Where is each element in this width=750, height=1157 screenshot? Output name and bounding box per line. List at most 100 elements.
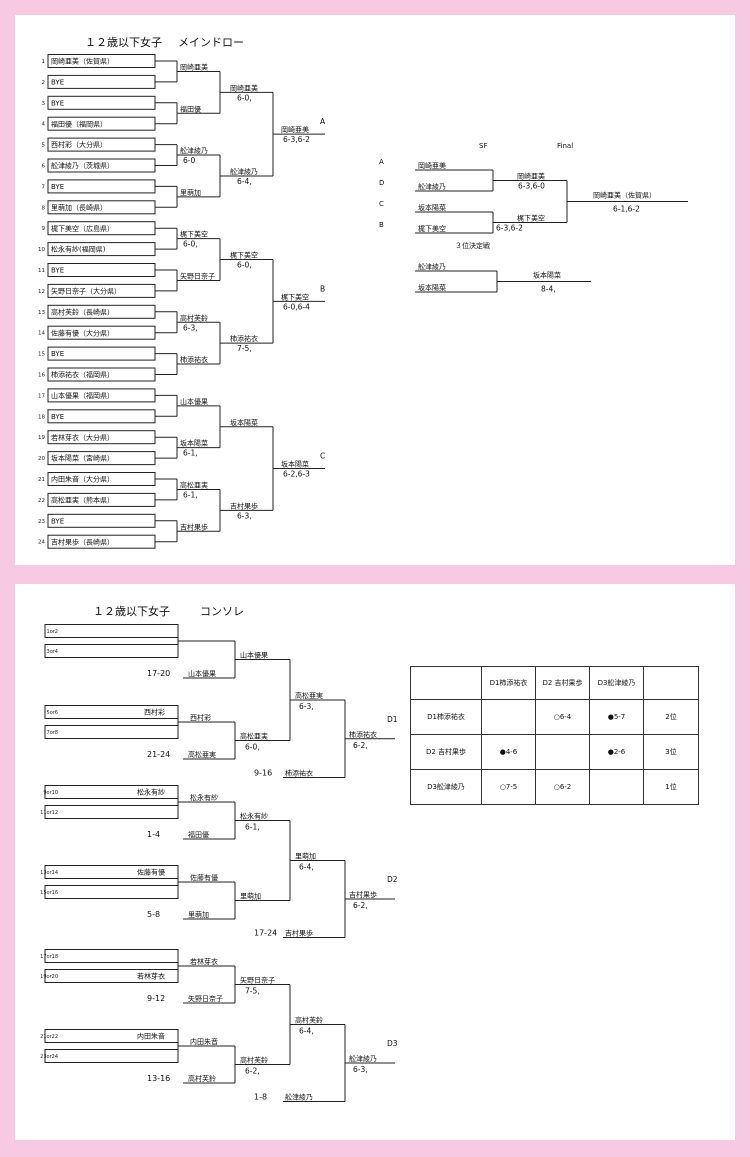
entry-name: 高松亜実（熊本県） — [51, 496, 114, 505]
main-draw-title: １２歳以下女子 — [85, 35, 162, 49]
sf-score: 6-3,6-2 — [496, 224, 523, 233]
sf-letter: D — [379, 179, 384, 187]
slot-label: 17or18 — [40, 954, 58, 960]
seed-number: 19 — [38, 435, 45, 441]
group-letter: B — [320, 284, 325, 293]
rr-cell: 3位 — [643, 734, 699, 770]
cons-final-score: 6-3, — [353, 1065, 368, 1074]
slot-box — [44, 949, 179, 963]
main-draw-subtitle: メインドロー — [178, 36, 244, 49]
slot-name: 内田朱音 — [137, 1032, 165, 1041]
seed-number: 11 — [38, 268, 45, 274]
rr-cell: ●4-6 — [481, 734, 536, 770]
entry-name: 岡崎亜美（佐賀県） — [51, 57, 114, 66]
round1-winner: 山本優果 — [180, 397, 208, 406]
slot-label: 9or10 — [43, 790, 58, 796]
sf-entry-name: 坂本陽菜 — [418, 203, 446, 212]
cons-round1-winner: 若林芽衣 — [190, 957, 218, 966]
rr-cell: ○6-4 — [535, 699, 590, 735]
entry-name: 若林芽衣（大分県） — [51, 433, 114, 442]
late-name: 舩津綾乃 — [285, 1093, 313, 1102]
cons-round1-winner: 佐藤有優 — [190, 873, 218, 882]
seed-number: 10 — [38, 247, 45, 253]
round1-winner: 柿添祐衣 — [180, 355, 208, 364]
cons-round2-winner: 里萌加 — [240, 892, 261, 901]
rr-cell: ○6-2 — [535, 769, 590, 805]
round1-score: 6-1, — [183, 490, 198, 499]
entry-name: BYE — [51, 350, 64, 358]
round2-winner: 坂本陽菜 — [230, 418, 258, 427]
round2-score: 7-5, — [237, 344, 252, 353]
entry-name: 矢野日奈子（大分県） — [51, 287, 121, 296]
slot-box — [44, 624, 179, 638]
seed-number: 23 — [38, 519, 45, 525]
round2-winner: 柿添祐衣 — [230, 334, 258, 343]
round1-winner: 吉村果歩 — [180, 522, 208, 531]
round3-winner: 岡崎亜美 — [281, 125, 309, 134]
slot-label: 23or24 — [40, 1054, 58, 1060]
rr-cell: ●5-7 — [589, 699, 644, 735]
rr-cell: ●2-6 — [589, 734, 644, 770]
seed-number: 1 — [42, 59, 46, 65]
cons-round2-winner: 松永有紗 — [240, 812, 268, 821]
seed-number: 18 — [38, 414, 45, 420]
seed-number: 9 — [42, 226, 46, 232]
seed-number: 24 — [38, 540, 45, 546]
sf-label: SF — [479, 142, 487, 150]
cons-round2-winner: 高松亜実 — [240, 732, 268, 741]
cons-round2-score: 6-1, — [245, 823, 260, 832]
champion-score: 6-1,6-2 — [613, 205, 640, 214]
entry-name: BYE — [51, 79, 64, 87]
slot-name: 西村彩 — [144, 708, 165, 717]
entry-name: BYE — [51, 517, 64, 525]
cons-final-score: 6-2, — [353, 901, 368, 910]
champion-name: 岡崎亜美（佐賀県） — [593, 191, 656, 200]
cons-final-winner: 柿添祐衣 — [349, 730, 377, 739]
cons-round3-score: 6-4, — [299, 863, 314, 872]
round1-winner: 梶下美空 — [180, 230, 208, 239]
seed-number: 2 — [42, 80, 46, 86]
round2-score: 6-4, — [237, 177, 252, 186]
sf-entry-name: 岡崎亜美 — [418, 161, 446, 170]
slot-name: 佐藤有優 — [137, 868, 165, 877]
slot-label: 3or4 — [47, 649, 58, 655]
late-name: 柿添祐衣 — [285, 769, 313, 778]
late-name: 吉村果歩 — [285, 929, 313, 938]
group-label: D2 — [387, 875, 398, 884]
third-entry-name: 坂本陽菜 — [418, 283, 446, 292]
rr-header-cell — [643, 666, 699, 700]
seed-number: 5 — [42, 143, 46, 149]
cons-final-winner: 舩津綾乃 — [349, 1054, 377, 1063]
sf-entry-name: 舩津綾乃 — [418, 182, 446, 191]
slot-label: 5or6 — [47, 710, 58, 716]
bye-range: 5-8 — [147, 910, 160, 919]
group-letter: A — [320, 117, 326, 126]
round3-score: 6-3,6-2 — [283, 135, 310, 144]
bye-range: 9-12 — [147, 994, 165, 1003]
cons-round1-winner: 内田朱音 — [190, 1037, 218, 1046]
bye-name: 高松亜実 — [188, 750, 216, 759]
sf-entry-name: 梶下美空 — [418, 224, 446, 233]
seed-number: 22 — [38, 498, 45, 504]
sf-letter: A — [379, 158, 384, 166]
seed-number: 13 — [38, 310, 45, 316]
round3-score: 6-0,6-4 — [283, 302, 310, 311]
consolation-title: １２歳以下女子 — [93, 604, 170, 618]
entry-name: 内田朱音（大分県） — [51, 475, 114, 484]
sf-winner: 岡崎亜美 — [517, 172, 545, 181]
entry-name: 梶下美空（広島県） — [51, 224, 114, 233]
rr-header-cell — [410, 666, 482, 700]
seed-number: 6 — [42, 164, 46, 170]
seed-number: 12 — [38, 289, 45, 295]
cons-round2-score: 7-5, — [245, 987, 260, 996]
rr-cell: D1柿添祐衣 — [410, 699, 482, 735]
entry-name: 舩津綾乃（茨城県） — [51, 161, 114, 170]
cons-round1-winner: 松永有紗 — [190, 793, 218, 802]
slot-label: 1or2 — [47, 629, 58, 635]
bye-name: 高村芙鈴 — [188, 1074, 216, 1083]
cons-round3-score: 6-3, — [299, 702, 314, 711]
bye-range: 17-20 — [147, 669, 170, 678]
third-winner: 坂本陽菜 — [533, 271, 561, 280]
bye-range: 13-16 — [147, 1074, 170, 1083]
